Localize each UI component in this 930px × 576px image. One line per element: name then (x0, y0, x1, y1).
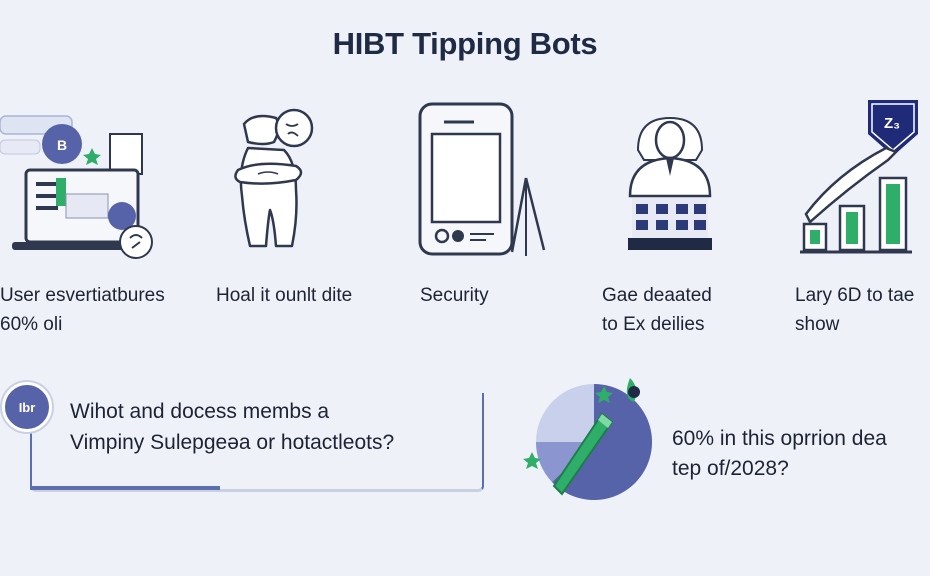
question-card-accent (30, 486, 220, 490)
pie-stat-icon (523, 378, 652, 500)
feature-1-line-1: User esvertiatbures (0, 285, 165, 306)
person-hugging-icon (234, 108, 314, 248)
growth-chart-icon: Z₃ (800, 100, 918, 254)
building-figure-icon (628, 116, 712, 250)
page-title: HIBT Tipping Bots (332, 26, 598, 61)
feature-3-line-1: Security (420, 285, 489, 306)
phone-tripod-icon (418, 102, 546, 256)
feature-4-line-2: to Ex deilies (602, 314, 705, 335)
feature-4-line-1: Gae deaated (602, 285, 712, 306)
chart-badge: Z₃ (884, 115, 900, 132)
feature-1-line-2: 60% oli (0, 314, 63, 335)
stat-line-1: 60% in this oprrion dea (672, 427, 887, 450)
feature-2-line-1: Hoal it ounlt dite (216, 285, 353, 306)
laptop-chat-icon: B (0, 115, 153, 259)
feature-5-line-1: Lary 6D to tae (795, 285, 915, 306)
feature-5-line-2: show (795, 314, 840, 335)
question-card (30, 393, 484, 492)
question-badge: Ibr (2, 382, 52, 432)
stat-line-2: tep of/2028? (672, 457, 789, 480)
question-line-2: Vimpiny Sulepgeǝa or hotactleots? (70, 431, 395, 454)
laptop-badge: B (57, 137, 67, 153)
question-line-1: Wihot and docess membs a (70, 400, 330, 423)
